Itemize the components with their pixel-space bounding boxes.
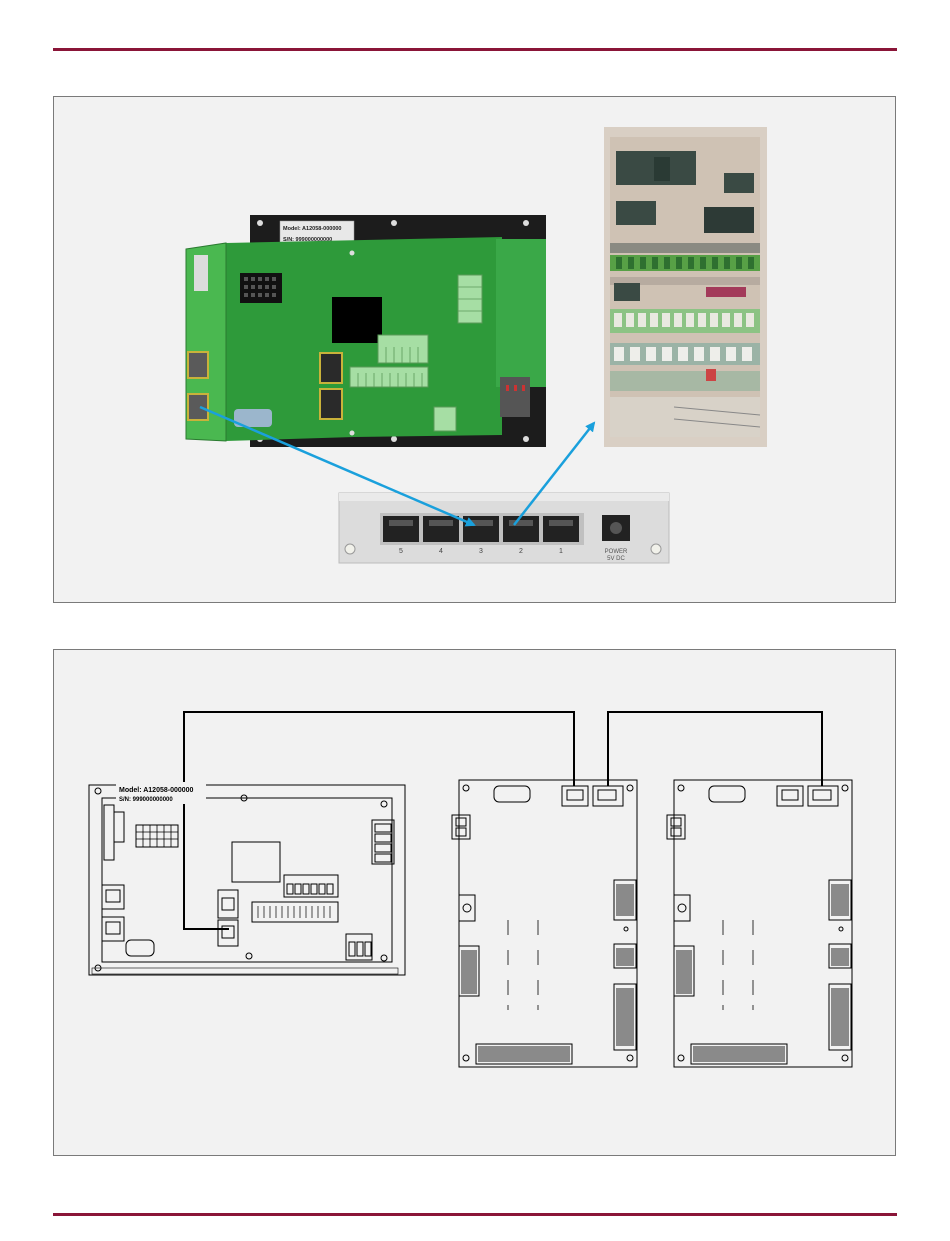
switch-port-label-4: 4: [439, 548, 443, 555]
switch-port-label-5: 5: [399, 548, 403, 555]
photo-illustration: Model: A12058-000000 S/N: 999000000000: [54, 97, 897, 604]
switch-port-4: [423, 516, 459, 542]
switch-port-1: [543, 516, 579, 542]
ethernet-switch-photo: 5 4 3 2 1 POWER 5V DC: [339, 493, 669, 563]
io-board-1-terminals: [461, 884, 634, 1062]
io-board-2-drawing: [667, 780, 852, 1067]
photo-panel: Model: A12058-000000 S/N: 999000000000: [53, 96, 896, 603]
top-rule: [53, 48, 897, 51]
controller-board-drawing: [89, 782, 405, 975]
diagram-model-label: Model: A12058-000000: [119, 787, 194, 794]
io-board-1-drawing: [452, 780, 637, 1067]
controller-board-photo: Model: A12058-000000 S/N: 999000000000: [186, 215, 546, 447]
switch-port-2: [503, 516, 539, 542]
switch-power-label: POWER: [605, 549, 628, 555]
diagram-serial-label: S/N: 999000000000: [119, 797, 173, 803]
wiring-diagram: Model: A12058-000000 S/N: 999000000000: [54, 650, 897, 1157]
switch-port-5: [383, 516, 419, 542]
diagram-panel: Model: A12058-000000 S/N: 999000000000: [53, 649, 896, 1156]
io-board-2-terminals: [676, 884, 849, 1062]
switch-port-label-3: 3: [479, 548, 483, 555]
photo-model-label: Model: A12058-000000: [283, 226, 342, 232]
switch-port-label-1: 1: [559, 548, 563, 555]
switch-port-label-2: 2: [519, 548, 523, 555]
switch-power-voltage-label: 5V DC: [607, 556, 625, 562]
switch-port-3: [463, 516, 499, 542]
cable-io-board-to-io-board: [608, 712, 822, 786]
control-cabinet-photo: [604, 127, 767, 447]
bottom-rule: [53, 1213, 897, 1216]
